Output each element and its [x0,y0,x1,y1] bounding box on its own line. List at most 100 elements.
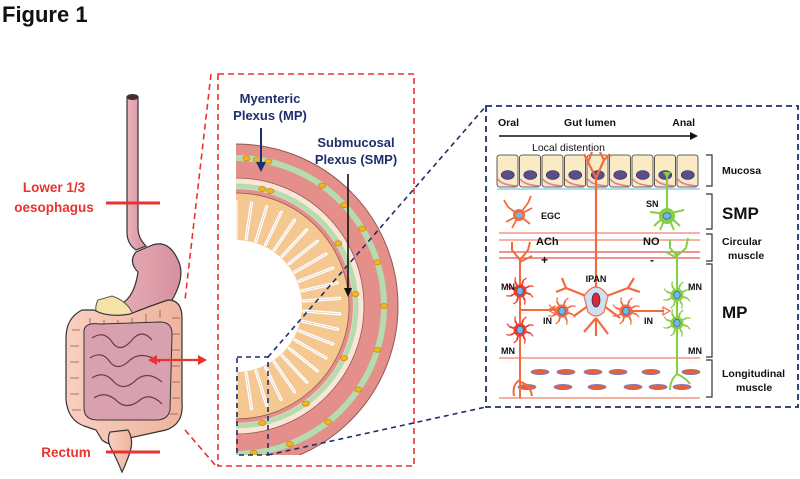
ganglion [301,400,310,407]
excitatory-mn-somas [506,277,534,344]
mucosa-cell-edge [519,178,541,187]
small-intestine-loops [89,333,163,407]
egc-nucleus [515,212,523,218]
muscle-cell [641,368,661,375]
muscle-cell [672,383,692,390]
ganglion [242,155,251,162]
label-submucosal-2: Plexus (SMP) [315,152,397,167]
label-no: NO [643,236,660,248]
mucosa-nucleus [568,170,583,180]
mn-soma-right-bottom [663,309,691,337]
inhibitory-mn-somas [663,281,691,337]
layer-mucosa: Mucosa [722,165,761,177]
gi-tract-illustration [65,94,183,474]
mucosa-nucleus [523,170,538,180]
in-right-terminal [662,305,672,317]
label-mn-left-top: MN [501,282,515,292]
layer-longitudinal-2: muscle [736,382,772,394]
label-ach: ACh [536,236,559,248]
gut-cross-section [236,143,399,455]
layer-brackets [706,154,713,398]
label-sn: SN [646,199,659,209]
mucosa-nucleus [635,170,650,180]
mn-soma-left-top [506,277,534,305]
longitudinal-muscle-cells [517,368,701,390]
ganglion [340,355,348,362]
cross-section-frame [217,73,415,467]
label-mn-left-bottom: MN [501,346,515,356]
sn-nucleus [662,212,672,220]
ganglion [373,259,382,266]
muscle-cell [587,383,607,390]
muscle-cell [608,368,628,375]
layer-mp: MP [722,303,748,322]
ganglion [354,386,363,393]
muscle-cell [530,368,550,375]
mucosa-cell-edge [587,178,608,187]
enteric-circuit: Oral Gut lumen Anal Local distention [496,117,785,399]
muscle-cell [553,383,573,390]
ganglion [252,156,261,163]
label-rectum: Rectum [41,445,91,460]
zoom-connector-navy [267,105,487,456]
interneurons [548,297,640,325]
layer-smp: SMP [722,204,759,223]
egc-cell [503,195,533,229]
mucosa-cell-edge [654,178,676,187]
ganglion [380,303,388,309]
muscle-cell [681,368,701,375]
ganglion [351,291,360,297]
mucosa-cell-edge [609,178,631,187]
label-myenteric-2: Plexus (MP) [233,108,307,123]
layer-circular-2: muscle [728,250,764,262]
label-oesophagus: oesophagus [14,200,94,215]
ganglia-group [242,155,388,455]
axis-arrowhead [690,132,698,140]
muscle-cell [648,383,668,390]
smp-pointer-arrowhead [344,288,352,297]
interneuron-right [612,297,640,325]
label-excitatory-sign: + [541,253,548,267]
ganglion [285,441,294,447]
label-inhibitory-sign: - [650,253,654,267]
layer-circular-1: Circular [722,236,762,248]
ipan-neuron [555,151,641,336]
ganglion [334,240,343,247]
sn-ending [663,172,671,178]
mucosa-nucleus [680,170,695,180]
muscle-cell [623,383,643,390]
axis-anal: Anal [672,117,695,129]
label-myenteric-1: Myenteric [240,91,301,106]
oesophagus-opening [126,94,139,100]
ganglion [340,202,349,209]
mucosa-cell-edge [497,178,518,187]
ganglion [358,225,367,232]
label-in-right: IN [644,316,653,326]
muscle-cell [583,368,603,375]
label-in-left: IN [543,316,552,326]
axis-gut-lumen: Gut lumen [564,117,616,129]
label-mn-right-bottom: MN [688,346,702,356]
label-ipan: IPAN [586,274,607,284]
detail-selection-box [236,356,269,456]
mn-soma-left-bottom [506,316,534,344]
mn-soma-right-top [663,281,691,309]
figure-title: Figure 1 [2,2,88,27]
interneuron-left [548,297,576,325]
ganglion [318,182,326,189]
ganglion [373,346,382,353]
mucosa-cells [496,154,699,188]
mucosa-cell-edge [564,178,586,187]
label-lower-third: Lower 1/3 [23,180,86,195]
mucosa-cell-edge [632,178,653,187]
muscle-cell [556,368,576,375]
mucosa-nucleus [613,170,628,180]
label-egc: EGC [541,211,561,221]
ganglion [264,158,273,165]
label-submucosal-1: Submucosal [317,135,394,150]
axis-oral: Oral [498,117,519,129]
mucosa-nucleus [500,170,515,180]
mucosa-cell-edge [542,178,563,187]
villi-group [236,200,342,412]
